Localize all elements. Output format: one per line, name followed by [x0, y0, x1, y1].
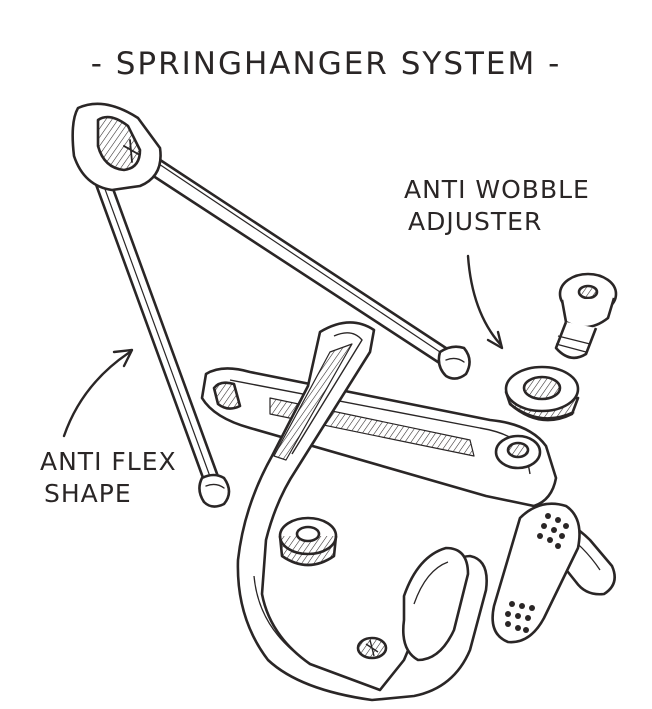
nut-icon — [504, 365, 580, 422]
callout-anti-wobble-line1: ANTI WOBBLE — [404, 175, 590, 204]
diagram-title: - SPRINGHANGER SYSTEM - — [91, 46, 562, 82]
callout-anti-wobble-line2: ADJUSTER — [408, 207, 542, 236]
callout-anti-flex-line1: ANTI FLEX — [40, 447, 177, 476]
brake-arm-front — [236, 321, 488, 702]
pad-dots — [505, 513, 569, 633]
arrow-icon-flex — [62, 348, 134, 438]
brake-pad-rear — [491, 502, 581, 644]
arrow-icon — [466, 254, 504, 350]
springhanger-icon — [71, 102, 471, 508]
brake-pad-icon — [402, 546, 470, 662]
callout-anti-flex-line2: SHAPE — [44, 479, 132, 508]
bolt-icon — [554, 272, 618, 360]
